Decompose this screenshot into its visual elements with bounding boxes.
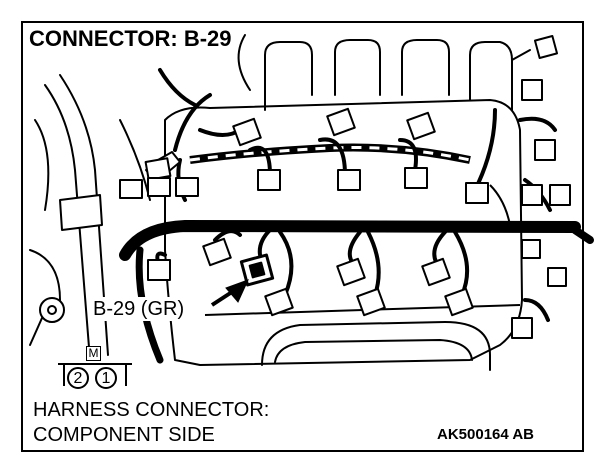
connector	[119, 179, 143, 199]
connector	[534, 139, 556, 161]
wire	[278, 230, 294, 297]
wire	[213, 229, 242, 242]
connector-pin-2: 2	[67, 367, 89, 389]
wire-thin	[489, 184, 511, 226]
connector	[147, 177, 171, 197]
left-structure	[34, 119, 50, 211]
harness-label-line-1: HARNESS CONNECTOR:	[33, 399, 270, 421]
connector	[549, 184, 571, 206]
connector	[356, 287, 386, 317]
figure-code: AK500164 AB	[437, 426, 534, 443]
connector	[521, 239, 541, 259]
ground-wire	[29, 317, 43, 346]
left-hose	[59, 74, 109, 356]
wire	[347, 230, 362, 264]
wire	[432, 230, 447, 264]
connector	[144, 157, 172, 181]
connector	[202, 237, 232, 267]
connector	[547, 267, 567, 287]
left-structure	[29, 249, 61, 301]
b29-connector-face	[248, 261, 266, 279]
connector	[404, 167, 428, 189]
wire	[473, 108, 497, 192]
main-harness	[119, 219, 581, 261]
connector	[326, 107, 356, 137]
connector	[232, 117, 262, 147]
harness-connector-label: HARNESS CONNECTOR: COMPONENT SIDE	[33, 398, 269, 448]
manifold-edge	[237, 34, 251, 91]
connector	[147, 259, 171, 281]
harness-label-line-2: COMPONENT SIDE	[33, 424, 215, 446]
wire	[453, 230, 470, 297]
connector	[421, 257, 451, 287]
connector	[444, 287, 474, 317]
connector	[257, 169, 281, 191]
ground-eyelet	[39, 297, 65, 323]
manifold-edge	[511, 49, 531, 61]
connector	[521, 79, 543, 101]
left-hose	[44, 84, 91, 361]
wire	[398, 138, 418, 172]
wire	[366, 230, 381, 297]
connector	[521, 184, 543, 206]
wire	[158, 68, 197, 107]
connector-pin-1: 1	[95, 367, 117, 389]
connector	[511, 317, 533, 339]
manifold-runner	[264, 41, 313, 111]
connector	[406, 111, 436, 141]
manifold-runner	[469, 41, 513, 111]
connector	[465, 182, 489, 204]
connector	[337, 169, 361, 191]
hose-clamp	[59, 194, 103, 231]
connector	[336, 257, 366, 287]
connector	[533, 34, 559, 60]
connector	[175, 177, 199, 197]
wire	[523, 298, 550, 322]
main-harness-branch	[571, 226, 594, 244]
manifold-runner	[334, 39, 381, 96]
diagram-title: CONNECTOR: B-29	[23, 23, 236, 53]
wire	[318, 137, 347, 177]
callout-arrow-head	[225, 279, 249, 303]
wire	[518, 116, 557, 132]
engine-lower-bump	[261, 321, 491, 371]
injector-harness-stripe	[189, 146, 471, 162]
manifold-runner	[401, 39, 450, 96]
connector	[264, 287, 294, 317]
connector-callout-label: B-29 (GR)	[90, 297, 188, 321]
ground-eyelet-hole	[47, 305, 57, 315]
connector-key-label: M	[86, 346, 101, 361]
wire	[173, 93, 212, 152]
engine-lower-inner	[274, 339, 473, 363]
